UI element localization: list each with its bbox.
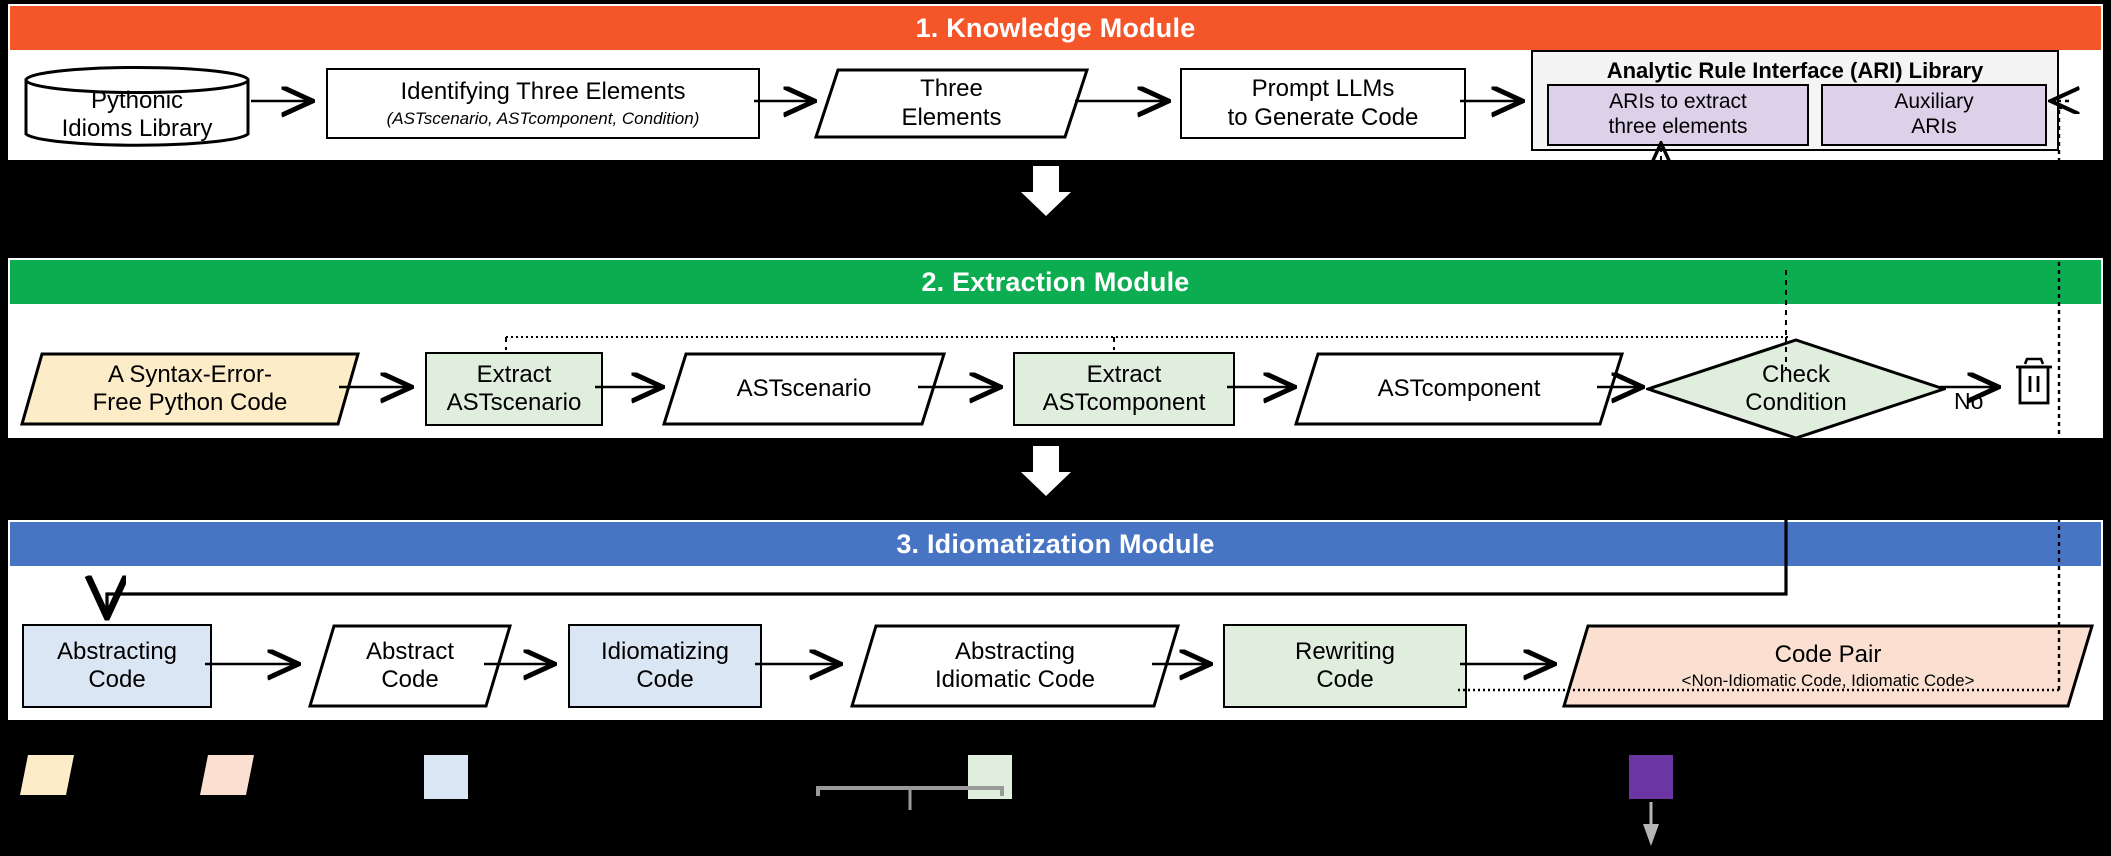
astscenario-data: ASTscenario xyxy=(662,352,946,426)
abstracting-idiomatic-code-data: Abstracting Idiomatic Code xyxy=(850,624,1180,708)
extract-astscenario-box: Extract ASTscenario xyxy=(425,352,603,426)
legend-connectors xyxy=(816,786,1659,846)
pythonic-idioms-library-db: Pythonic Idioms Library xyxy=(23,66,251,148)
db-label: Pythonic Idioms Library xyxy=(61,86,213,142)
extract-astcomponent-box: Extract ASTcomponent xyxy=(1013,352,1235,426)
ari-library-title: Analytic Rule Interface (ARI) Library xyxy=(1606,58,1984,83)
input-label: A Syntax-Error- Free Python Code xyxy=(92,360,288,416)
abstracting-code-box: Abstracting Code xyxy=(22,624,212,708)
rewriting-code-box: Rewriting Code xyxy=(1223,624,1467,708)
legend-swatch-purple xyxy=(1629,755,1673,804)
module-extraction-title: 2. Extraction Module xyxy=(921,266,1190,297)
module-idiomatization-banner: 3. Idiomatization Module xyxy=(10,522,2101,566)
astcomponent-data: ASTcomponent xyxy=(1294,352,1624,426)
module-knowledge: 1. Knowledge Module Pythonic Idioms Libr… xyxy=(8,4,2103,160)
abstracting-idiomatic-code-label: Abstracting Idiomatic Code xyxy=(934,637,1096,693)
module-extraction: 2. Extraction Module A Syntax-Error- Fre… xyxy=(8,258,2103,440)
module-idiomatization: 3. Idiomatization Module Abstracting Cod… xyxy=(8,520,2103,720)
identify-subtitle: (ASTscenario, ASTcomponent, Condition) xyxy=(386,109,700,129)
module-transition-arrow-2 xyxy=(1021,446,1071,496)
code-pair-title: Code Pair xyxy=(1774,640,1882,668)
check-condition-decision: Check Condition xyxy=(1646,338,1946,440)
idiomatizing-code-box: Idiomatizing Code xyxy=(568,624,762,708)
three-elements-data: Three Elements xyxy=(814,68,1089,139)
legend xyxy=(0,740,2111,856)
legend-swatch-ari-process xyxy=(968,755,1012,804)
module-extraction-banner: 2. Extraction Module xyxy=(10,260,2101,304)
ari-box-auxiliary-aris: Auxiliary ARIs xyxy=(1821,84,2047,146)
code-pair-output: Code Pair <Non-Idiomatic Code, Idiomatic… xyxy=(1562,624,2094,708)
module-idiomatization-title: 3. Idiomatization Module xyxy=(896,528,1215,559)
legend-swatch-llm-process xyxy=(424,755,468,804)
module-knowledge-banner: 1. Knowledge Module xyxy=(10,6,2101,50)
identify-title: Identifying Three Elements xyxy=(400,77,686,105)
input-python-code: A Syntax-Error- Free Python Code xyxy=(20,352,360,426)
identifying-three-elements-box: Identifying Three Elements (ASTscenario,… xyxy=(326,68,760,139)
legend-swatch-output-data xyxy=(200,755,254,800)
abstract-code-data: Abstract Code xyxy=(308,624,512,708)
three-elements-label: Three Elements xyxy=(901,75,1002,131)
ari-library-panel: Analytic Rule Interface (ARI) Library AR… xyxy=(1531,50,2059,151)
module-transition-arrow-1 xyxy=(1021,166,1071,216)
code-pair-label: Code Pair <Non-Idiomatic Code, Idiomatic… xyxy=(1562,624,2094,708)
ari-box-extract-three-elements: ARIs to extract three elements xyxy=(1547,84,1809,146)
astcomponent-label: ASTcomponent xyxy=(1377,374,1541,402)
module-knowledge-title: 1. Knowledge Module xyxy=(915,12,1196,43)
no-branch-label: No xyxy=(1954,388,1984,414)
legend-swatch-input-data xyxy=(20,755,74,800)
abstract-code-label: Abstract Code xyxy=(365,637,455,693)
code-pair-subtitle: <Non-Idiomatic Code, Idiomatic Code> xyxy=(1681,671,1975,691)
trash-icon xyxy=(2011,356,2057,412)
prompt-llms-box: Prompt LLMs to Generate Code xyxy=(1180,68,1466,139)
astscenario-label: ASTscenario xyxy=(736,374,872,402)
check-condition-label: Check Condition xyxy=(1745,360,1847,416)
